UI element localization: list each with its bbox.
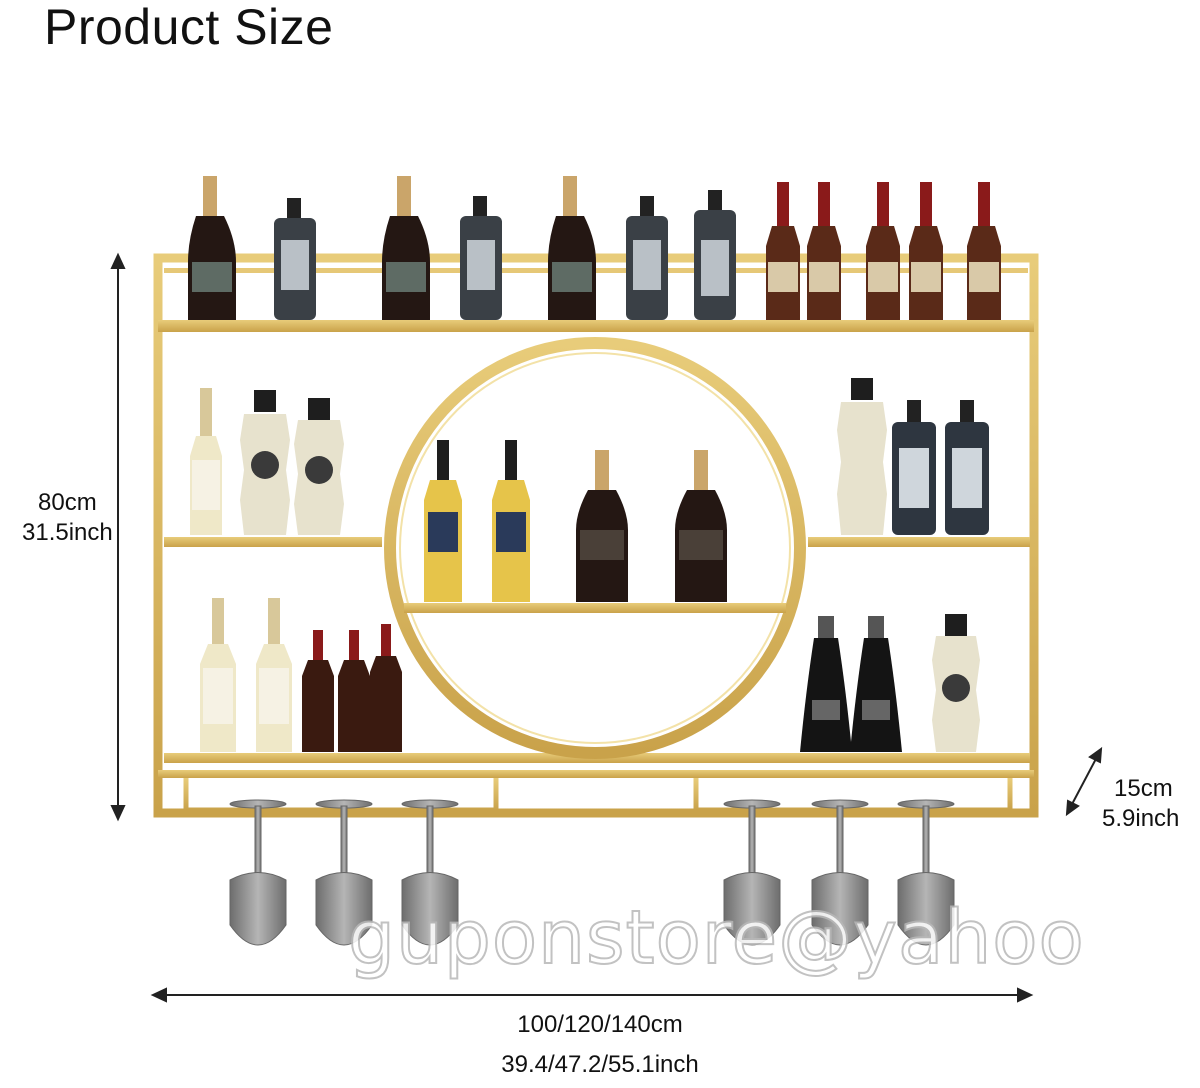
watermark-text: guponstore@yahoo <box>347 894 1085 982</box>
depth-arrow <box>1065 746 1103 817</box>
width-arrow <box>150 987 1034 1003</box>
height-inch-label: 31.5inch <box>22 519 113 546</box>
left-middle-shelf <box>164 537 382 547</box>
top-shelf-bottles <box>188 176 1001 320</box>
ring-shelf <box>404 603 786 613</box>
width-dimension: 100/120/140cm 39.4/47.2/55.1inch <box>0 1010 1200 1080</box>
height-arrow <box>110 252 126 822</box>
bottom-right-bottles <box>800 614 980 752</box>
height-dimension: 80cm 31.5inch <box>22 488 113 548</box>
middle-left-bottles <box>190 388 344 535</box>
depth-inch-label: 5.9inch <box>1102 805 1180 832</box>
bottom-left-bottles <box>200 598 402 752</box>
depth-dimension: 15cm 5.9inch <box>1102 774 1179 834</box>
center-ring <box>384 337 806 759</box>
height-cm-label: 80cm <box>38 489 97 516</box>
depth-cm-label: 15cm <box>1114 775 1173 802</box>
rack-frame <box>153 253 1039 818</box>
page-title: Product Size <box>44 0 334 55</box>
ring-bottles <box>424 440 727 602</box>
right-middle-shelf <box>808 537 1030 547</box>
glass-holder-rails <box>183 778 1013 813</box>
width-cm-label: 100/120/140cm <box>517 1011 683 1038</box>
top-shelf <box>158 320 1034 332</box>
width-inch-label: 39.4/47.2/55.1inch <box>501 1051 699 1078</box>
wine-glasses <box>229 799 955 946</box>
middle-right-bottles <box>837 378 989 535</box>
